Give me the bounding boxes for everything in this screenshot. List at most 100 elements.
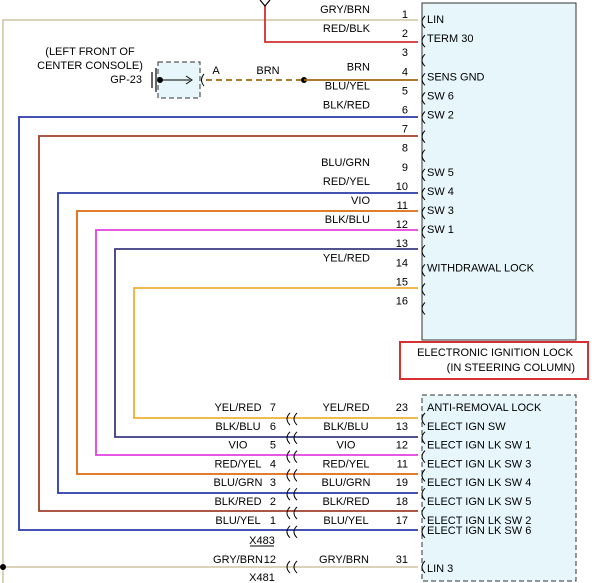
module-pin-wire-color: BLK/RED bbox=[323, 100, 370, 112]
module-pin-label: LIN bbox=[427, 14, 444, 26]
lower-right-num: 23 bbox=[396, 402, 408, 414]
module-pin-icon bbox=[421, 244, 426, 258]
sw5-wire bbox=[57, 192, 418, 494]
module-pin-num: 1 bbox=[402, 9, 408, 21]
bottom-connector-pin-icon bbox=[286, 560, 291, 574]
module-pin-num: 5 bbox=[402, 85, 408, 97]
lower-left-color: BLU/YEL bbox=[215, 515, 260, 527]
module-title-line1: ELECTRONIC IGNITION LOCK bbox=[417, 347, 574, 359]
ground-wire-color-left: BRN bbox=[256, 65, 279, 77]
ground-location-line1: (LEFT FRONT OF bbox=[45, 46, 135, 58]
module-pin-num: 16 bbox=[396, 296, 408, 308]
module-lower-box bbox=[421, 394, 577, 582]
module-pin-icon bbox=[421, 34, 426, 48]
sw4-wire bbox=[76, 210, 418, 475]
lower-right-color: BLK/RED bbox=[322, 496, 369, 508]
lower-left-color: YEL/RED bbox=[214, 402, 261, 414]
module-pin-wire-color: VIO bbox=[351, 195, 370, 207]
lower-left-color: VIO bbox=[229, 440, 248, 452]
module-pin-num: 9 bbox=[402, 162, 408, 174]
lower-right-color: BLK/BLU bbox=[323, 421, 368, 433]
module-pin-num: 2 bbox=[402, 28, 408, 40]
module-pin-num: 11 bbox=[397, 200, 408, 212]
module-pin-icon bbox=[421, 431, 426, 445]
module-pin-num: 10 bbox=[396, 181, 408, 193]
lower-left-num: 6 bbox=[270, 421, 276, 433]
module-pin-icon bbox=[421, 487, 426, 501]
module-pin-num: 8 bbox=[402, 143, 408, 155]
lower-pin-label: ELECT IGN LK SW 2 bbox=[427, 515, 531, 527]
module-pin-icon bbox=[421, 130, 426, 143]
connector-pin-icon bbox=[286, 469, 291, 482]
module-pin-wire-color: BLU/GRN bbox=[321, 157, 370, 169]
connector-id-x481: X481 bbox=[249, 572, 275, 583]
ground-connector-pin-icon bbox=[201, 73, 205, 87]
module-pin-icon bbox=[421, 53, 426, 67]
ground-id: GP-23 bbox=[110, 74, 142, 86]
module-pin-label: SW 5 bbox=[427, 167, 454, 179]
module-pin-wire-color: GRY/BRN bbox=[320, 4, 370, 16]
lower-pin-label: ANTI-REMOVAL LOCK bbox=[427, 402, 542, 414]
lower-left-num: 2 bbox=[270, 496, 276, 508]
module-title-line2: (IN STEERING COLUMN) bbox=[447, 362, 575, 374]
module-pin-wire-color: RED/BLK bbox=[323, 23, 371, 35]
module-pin-label: WITHDRAWAL LOCK bbox=[427, 262, 535, 274]
module-pin-wire-color: BRN bbox=[347, 61, 370, 73]
lower-right-num: 12 bbox=[396, 440, 408, 452]
module-pin-label: SW 6 bbox=[427, 90, 454, 102]
lower-right-color: VIO bbox=[337, 440, 356, 452]
module-pin-num: 14 bbox=[396, 257, 408, 269]
ground-location-line2: CENTER CONSOLE) bbox=[37, 60, 143, 72]
withdrawal-lock-wire bbox=[133, 287, 418, 419]
lower-right-num: 19 bbox=[396, 477, 408, 489]
connector-pin-icon bbox=[286, 525, 291, 539]
ground-arrow-icon bbox=[185, 75, 193, 85]
lower-left-color: BLK/RED bbox=[214, 496, 261, 508]
bottom-right-num: 31 bbox=[396, 554, 408, 566]
module-pin-num: 7 bbox=[402, 124, 408, 136]
sw6-wire bbox=[18, 116, 418, 531]
module-pin-icon bbox=[421, 187, 426, 201]
module-pin-icon bbox=[421, 412, 426, 426]
lower-left-num: 5 bbox=[270, 440, 276, 452]
module-pin-num: 13 bbox=[396, 238, 408, 250]
module-pin-icon bbox=[421, 469, 426, 482]
module-pin-num: 4 bbox=[402, 66, 408, 78]
module-pin-label: SW 2 bbox=[427, 110, 454, 122]
lower-right-num: 18 bbox=[396, 496, 408, 508]
module-pin-icon bbox=[421, 302, 426, 315]
sw1-wire bbox=[114, 248, 418, 438]
connector-pin-icon bbox=[286, 487, 291, 501]
lower-left-color: RED/YEL bbox=[214, 458, 261, 470]
connector-pin-icon bbox=[286, 412, 291, 426]
module-pin-label: SENS GND bbox=[427, 71, 485, 83]
lower-left-num: 7 bbox=[270, 402, 276, 414]
connector-pin-icon bbox=[293, 431, 298, 445]
bottom-right-color: GRY/BRN bbox=[319, 554, 369, 566]
sw2-wire bbox=[38, 135, 418, 512]
term30-arrow-icon bbox=[259, 0, 271, 7]
module-pin-label: SW 4 bbox=[427, 186, 454, 198]
bottom-module-pin-icon bbox=[421, 560, 426, 574]
bottom-left-num: 12 bbox=[264, 554, 276, 566]
module-pin-wire-color: RED/YEL bbox=[323, 176, 370, 188]
lower-right-num: 13 bbox=[396, 421, 408, 433]
lower-pin-label: ELECT IGN LK SW 3 bbox=[427, 458, 531, 470]
module-pin-icon bbox=[421, 72, 426, 86]
connector-pin-icon bbox=[293, 469, 298, 482]
module-pin-wire-color: YEL/RED bbox=[323, 252, 370, 264]
module-pin-num: 15 bbox=[396, 276, 408, 288]
lower-pin-label: ELECT IGN LK SW 5 bbox=[427, 496, 531, 508]
lower-pin-label: ELECT IGN LK SW 1 bbox=[427, 440, 531, 452]
ground-terminal: A bbox=[212, 65, 220, 77]
lower-pin-label: ELECT IGN SW bbox=[427, 421, 506, 433]
connector-pin-icon bbox=[286, 450, 291, 463]
elect-ign-lk-sw6-label: ELECT IGN LK SW 6 bbox=[427, 525, 531, 537]
connector-pin-icon bbox=[293, 450, 298, 463]
lower-right-num: 11 bbox=[397, 458, 408, 470]
module-upper-box bbox=[421, 2, 577, 341]
lin-wire bbox=[2, 19, 418, 583]
sw3-wire bbox=[95, 229, 418, 456]
